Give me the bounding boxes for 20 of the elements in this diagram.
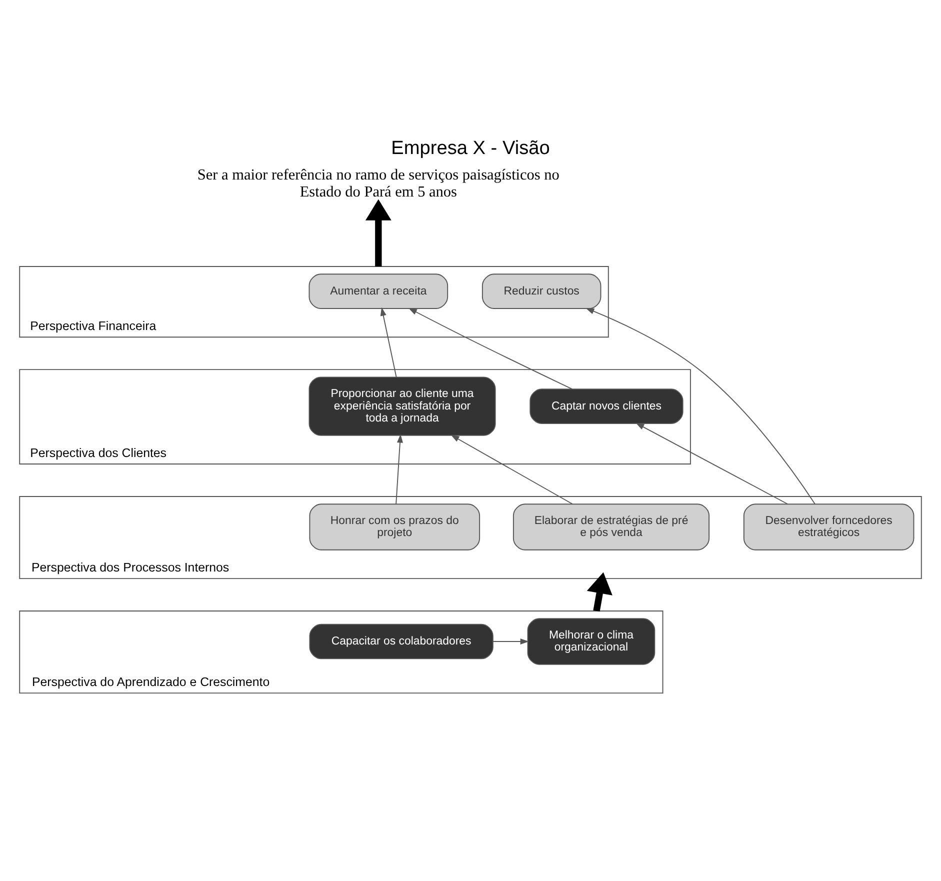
node-box: Captar novos clientes <box>530 388 684 424</box>
arrow <box>636 422 788 504</box>
node-box: Capacitar os colaboradores <box>309 624 494 660</box>
diagram-title: Empresa X - Visão <box>391 138 550 159</box>
arrow <box>450 434 573 504</box>
arrow <box>380 307 397 378</box>
node-box: Proporcionar ao cliente uma experiência satisfatória por toda a jornada <box>308 376 496 436</box>
node-box: Desenvolver forncedores estratégicos <box>743 504 914 550</box>
node-box: Aumentar a receita <box>308 274 448 309</box>
node-text: Ser a maior referência no ramo de serviços paisagísticos no Estado do Pará em 5 anos <box>197 166 560 201</box>
node-box: Melhorar o clima organizacional <box>527 618 656 665</box>
arrow <box>586 572 612 612</box>
arrow <box>408 308 573 390</box>
arrow <box>586 308 816 505</box>
node-box: Elaborar de estratégias de pré e pós venda <box>512 504 710 550</box>
arrow <box>365 199 392 266</box>
arrow <box>396 434 403 504</box>
node-box: Honrar com os prazos do projeto <box>309 504 480 550</box>
arrow <box>492 638 529 645</box>
node-box: Reduzir custos <box>482 274 602 309</box>
